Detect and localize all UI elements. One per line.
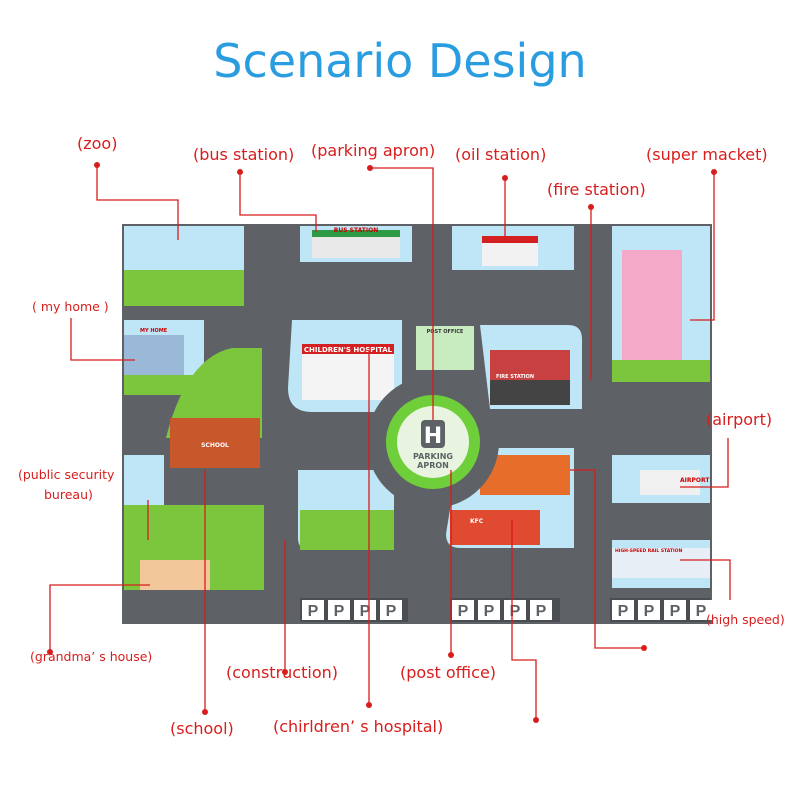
- parking-bay: [302, 600, 324, 620]
- heli-text: H: [424, 424, 442, 449]
- parking-bay-label: P: [670, 603, 681, 620]
- label-parking-apron: (parking apron): [311, 141, 436, 160]
- svg-text:SCHOOL: SCHOOL: [201, 442, 229, 449]
- parking-bay: [478, 600, 500, 620]
- label-high-speed: (high speed): [706, 612, 785, 627]
- label-school: (school): [170, 719, 234, 738]
- parking-bay: [328, 600, 350, 620]
- svg-text:KFC: KFC: [470, 518, 484, 525]
- label-grandmas-house: (grandma’ s house): [30, 649, 153, 664]
- label-public-security-2: bureau): [44, 487, 93, 502]
- page-title: Scenario Design: [213, 34, 587, 88]
- label-oil-station: (oil station): [455, 145, 547, 164]
- parking-bay-label: P: [386, 603, 397, 620]
- leader-lines: [49, 165, 731, 720]
- label-zoo: (zoo): [77, 134, 118, 153]
- parking-bay: [530, 600, 552, 620]
- svg-text:PARKING: PARKING: [413, 452, 453, 461]
- leader-dots: [47, 162, 717, 723]
- parking-bay-label: P: [360, 603, 371, 620]
- parking-bay: [504, 600, 526, 620]
- label-super-market: (super macket): [646, 145, 768, 164]
- parking-bay: [690, 600, 712, 620]
- parking-bay: [664, 600, 686, 620]
- label-childrens-hospital: (chirldren’ s hospital): [273, 717, 444, 736]
- svg-text:CHILDREN'S HOSPITAL: CHILDREN'S HOSPITAL: [304, 346, 393, 354]
- city-blocks: [124, 226, 710, 590]
- parking-bay-label: P: [536, 603, 547, 620]
- label-construction: (construction): [226, 663, 338, 682]
- parking-bay: [354, 600, 376, 620]
- parking-bay-label: P: [334, 603, 345, 620]
- svg-text:FIRE STATION: FIRE STATION: [496, 374, 534, 380]
- svg-text:AIRPORT: AIRPORT: [680, 477, 710, 484]
- parking-bay-label: P: [484, 603, 495, 620]
- svg-text:APRON: APRON: [417, 461, 449, 470]
- parking-bay: [380, 600, 402, 620]
- svg-text:HIGH-SPEED RAIL STATION: HIGH-SPEED RAIL STATION: [615, 548, 682, 554]
- parking-bay-label: P: [458, 603, 469, 620]
- label-public-security-1: (public security: [18, 467, 115, 482]
- svg-text:POST OFFICE: POST OFFICE: [427, 329, 464, 335]
- parking-bay: [452, 600, 474, 620]
- parking-bay-label: P: [308, 603, 319, 620]
- label-fire-station: (fire station): [547, 180, 646, 199]
- parking-bay-label: P: [510, 603, 521, 620]
- parking-bay: [638, 600, 660, 620]
- parking-bay-label: P: [644, 603, 655, 620]
- label-bus-station: (bus station): [193, 145, 295, 164]
- svg-text:MY HOME: MY HOME: [140, 328, 168, 334]
- parking-bay: [612, 600, 634, 620]
- parking-bay-label: P: [618, 603, 629, 620]
- parking-bay-label: P: [696, 603, 707, 620]
- label-post-office: (post office): [400, 663, 497, 682]
- label-airport: (airport): [706, 410, 773, 429]
- svg-text:BUS STATION: BUS STATION: [334, 227, 378, 234]
- label-my-home: ( my home ): [32, 299, 109, 314]
